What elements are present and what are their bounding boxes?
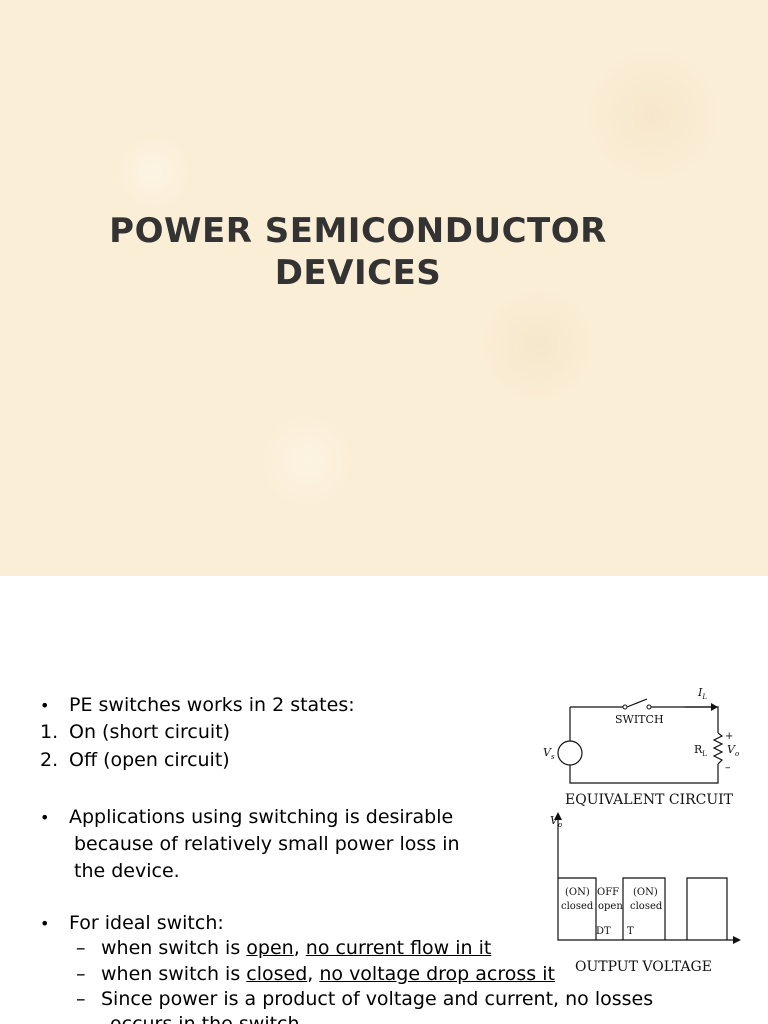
plus-sign: + (725, 731, 733, 742)
state-closed-label: closed (561, 901, 594, 912)
underlined-open: open (246, 937, 294, 959)
dt-label: DT (596, 926, 611, 937)
separator: , (307, 963, 320, 985)
title-slide: POWER SEMICONDUCTOR DEVICES (0, 0, 768, 576)
list-number-1: 1. (40, 721, 59, 743)
minus-sign: – (725, 761, 731, 774)
applications-line-2: because of relatively small power loss i… (74, 833, 460, 855)
waveform-axes (557, 814, 735, 941)
dash-marker: – (76, 937, 86, 959)
dash-marker: – (76, 963, 86, 985)
title-line-2: DEVICES (274, 253, 442, 293)
source-voltage-label: Vs (543, 746, 555, 761)
content-slide: • PE switches works in 2 states: 1. On (… (0, 576, 768, 1024)
dash-marker: – (76, 988, 86, 1010)
sub-point-power-line-2: occurs in the switch. (110, 1013, 306, 1024)
sub-point-open-text: when switch is (101, 937, 247, 959)
title-line-1: POWER SEMICONDUCTOR (109, 211, 607, 251)
state-on-label: (ON) (633, 887, 658, 898)
bullet-marker: • (40, 808, 50, 827)
axis-label: Vo (550, 814, 562, 829)
sub-point-closed-text: when switch is (101, 963, 247, 985)
output-voltage-caption: OUTPUT VOLTAGE (575, 959, 712, 975)
list-item-on: On (short circuit) (69, 721, 231, 743)
y-axis-arrow-icon (554, 812, 562, 820)
state-off-label: OFF (597, 887, 619, 898)
output-voltage-label: Vo (727, 743, 739, 758)
circuit-wires (569, 698, 719, 784)
switch-contact-left (622, 704, 628, 710)
circuit-figure: SWITCH IL RL + Vo – Vs EQUIVALENT CIRCUI… (543, 686, 741, 975)
switch-contact-right (646, 704, 652, 710)
ideal-switch-heading: For ideal switch: (69, 912, 224, 934)
current-label: IL (697, 686, 707, 701)
states-heading: PE switches works in 2 states: (69, 694, 355, 716)
resistor-label: RL (694, 743, 707, 758)
current-arrow-icon (711, 703, 718, 711)
sub-point-open: when switch is open, no current flow in … (101, 936, 491, 960)
state-open-label: open (598, 901, 623, 912)
resistor-icon (712, 732, 724, 765)
underlined-no-voltage-drop: no voltage drop across it (319, 963, 555, 985)
x-axis-arrow-icon (733, 936, 741, 944)
state-closed-label: closed (630, 901, 663, 912)
list-number-2: 2. (40, 749, 59, 771)
off-interval-marks (595, 878, 624, 914)
sub-point-closed: when switch is closed, no voltage drop a… (101, 962, 555, 986)
sub-point-power-line-1: Since power is a product of voltage and … (101, 988, 654, 1010)
t-label: T (627, 926, 634, 937)
voltage-source-icon (557, 740, 583, 766)
underlined-no-current: no current flow in it (305, 937, 492, 959)
bullet-marker: • (40, 696, 50, 715)
equivalent-circuit-caption: EQUIVALENT CIRCUIT (565, 792, 734, 808)
separator: , (293, 937, 306, 959)
list-item-off: Off (open circuit) (69, 749, 230, 771)
underlined-closed: closed (246, 963, 308, 985)
applications-line-1: Applications using switching is desirabl… (69, 806, 454, 828)
state-on-label: (ON) (565, 887, 590, 898)
bullet-marker: • (40, 914, 50, 933)
applications-line-3: the device. (74, 860, 180, 882)
switch-label: SWITCH (615, 713, 664, 726)
slide-title: POWER SEMICONDUCTOR DEVICES (0, 210, 716, 294)
state-labels: (ON) closed OFF open (ON) closed DT T (561, 887, 663, 937)
